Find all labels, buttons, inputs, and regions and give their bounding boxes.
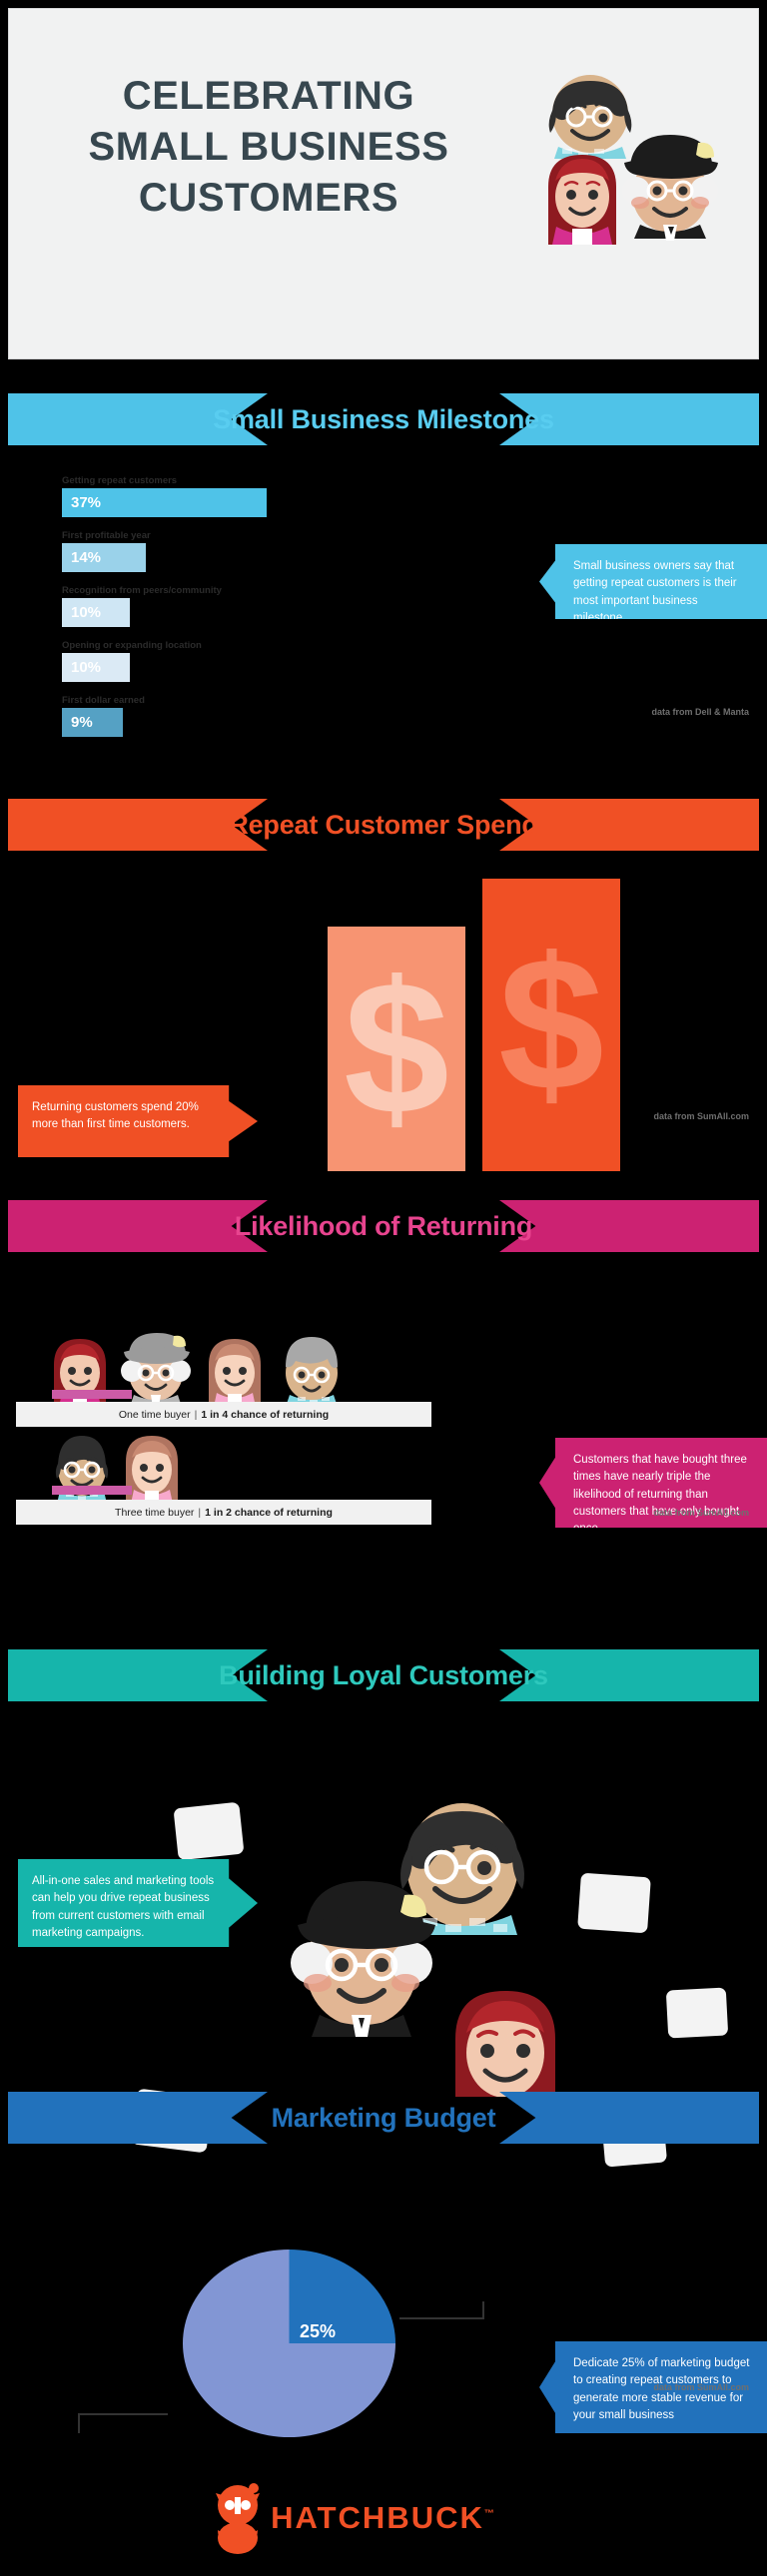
header-characters-illustration	[548, 75, 718, 245]
character-old-man-hat	[291, 1881, 435, 2037]
callout-returning: Customers that have bought three times h…	[539, 1438, 767, 1528]
banner-right-ribbon	[499, 393, 759, 445]
face-brown-hair-girl	[209, 1339, 261, 1407]
buyer-row-2-faces	[55, 1436, 178, 1504]
pie-leader-line-bottom	[78, 2413, 168, 2433]
pie-leader-line-top	[399, 2301, 484, 2319]
bar-value-1: 14%	[62, 543, 146, 572]
bar-value-2: 10%	[62, 598, 130, 627]
bar-value-0: 37%	[62, 488, 267, 517]
hatchbuck-chick-logo-icon	[216, 2483, 260, 2554]
logo-word: HATCHBUCK	[271, 2500, 484, 2535]
bar-item-0: Getting repeat customers 37%	[62, 475, 267, 517]
buyer-separator-1: |	[194, 1408, 198, 1421]
buyer-prefix-1: One time buyer	[118, 1408, 191, 1421]
pie-slice-label-25: 25%	[300, 2321, 337, 2341]
banner-left-ribbon	[8, 2092, 268, 2144]
character-old-man-hat	[622, 135, 718, 241]
buyer-label-1: One time buyer | 1 in 4 chance of return…	[16, 1402, 431, 1427]
dollar-sign-icon: $	[498, 918, 604, 1130]
dollar-bar-first-time: $	[328, 927, 465, 1171]
section-title-returning: Likelihood of Returning	[234, 1211, 533, 1241]
envelope-icon	[173, 1801, 245, 1861]
section-title-spend: Repeat Customer Spend	[229, 810, 538, 840]
loyal-customers-illustration	[291, 1803, 555, 2097]
bar-label-0: Getting repeat customers	[62, 475, 178, 486]
buyer-underline-1	[52, 1390, 132, 1399]
bar-label-4: First dollar earned	[62, 695, 145, 706]
attribution-returning: data from SumAll.com	[653, 1508, 749, 1518]
bar-item-4: First dollar earned 9%	[62, 695, 145, 737]
buyer-stat-2: 1 in 2 chance of returning	[205, 1506, 333, 1519]
attribution-budget: data from SumAll.com	[653, 2382, 749, 2392]
callout-budget: Dedicate 25% of marketing budget to crea…	[539, 2341, 767, 2433]
bar-value-4: 9%	[62, 708, 123, 737]
page-title: CELEBRATING SMALL BUSINESS CUSTOMERS	[39, 71, 498, 225]
page-title-line-3: CUSTOMERS	[138, 176, 399, 221]
header-panel: CELEBRATING SMALL BUSINESS CUSTOMERS	[8, 8, 759, 359]
banner-right-ribbon	[499, 1200, 759, 1252]
attribution-milestones: data from Dell & Manta	[651, 707, 749, 717]
buyer-label-2: Three time buyer | 1 in 2 chance of retu…	[16, 1500, 431, 1525]
banner-left-ribbon	[8, 1200, 268, 1252]
section-title-loyal: Building Loyal Customers	[219, 1660, 548, 1690]
trademark-symbol: ™	[483, 2508, 496, 2520]
dollar-sign-icon: $	[344, 942, 449, 1154]
banner-repeat-customer-spend: Repeat Customer Spend	[8, 799, 759, 851]
footer-logo[interactable]: HATCHBUCK™	[0, 2478, 767, 2558]
banner-right-ribbon	[499, 2092, 759, 2144]
buyer-underline-2	[52, 1486, 132, 1495]
pie-slices	[183, 2250, 395, 2437]
buyer-separator-2: |	[198, 1506, 202, 1519]
bar-item-1: First profitable year 14%	[62, 530, 151, 572]
envelope-icon	[665, 1987, 729, 2039]
dollar-bar-returning: $	[482, 879, 620, 1171]
callout-milestones: Small business owners say that getting r…	[539, 544, 767, 619]
marketing-budget-pie-chart	[183, 2250, 395, 2437]
buyer-prefix-2: Three time buyer	[115, 1506, 195, 1519]
bar-item-3: Opening or expanding location 10%	[62, 640, 202, 682]
section-title-budget: Marketing Budget	[271, 2103, 496, 2133]
banner-right-ribbon	[499, 799, 759, 851]
banner-left-ribbon	[8, 393, 268, 445]
page-title-line-1: CELEBRATING	[122, 74, 415, 118]
face-brown-hair-girl	[126, 1436, 178, 1504]
banner-small-business-milestones: Small Business Milestones	[8, 393, 759, 445]
face-gray-hair-elder	[286, 1337, 338, 1407]
banner-left-ribbon	[8, 799, 268, 851]
callout-spend: Returning customers spend 20% more than …	[18, 1085, 258, 1157]
character-man-glasses	[400, 1803, 524, 1935]
buyer-stat-1: 1 in 4 chance of returning	[201, 1408, 330, 1421]
banner-building-loyal-customers: Building Loyal Customers	[8, 1649, 759, 1701]
character-red-hair-girl	[455, 1991, 555, 2097]
banner-right-ribbon	[499, 1649, 759, 1701]
attribution-spend: data from SumAll.com	[653, 1111, 749, 1121]
buyer-row-1-faces	[54, 1333, 338, 1407]
character-man-glasses	[548, 75, 632, 159]
character-red-hair-girl	[548, 155, 616, 245]
bar-label-1: First profitable year	[62, 530, 151, 541]
page-title-line-2: SMALL BUSINESS	[88, 125, 449, 170]
banner-marketing-budget: Marketing Budget	[8, 2092, 759, 2144]
banner-left-ribbon	[8, 1649, 268, 1701]
callout-loyal: All-in-one sales and marketing tools can…	[18, 1859, 258, 1947]
banner-likelihood-of-returning: Likelihood of Returning	[8, 1200, 759, 1252]
section-title-milestones: Small Business Milestones	[213, 404, 554, 434]
bar-label-2: Recognition from peers/community	[62, 585, 222, 596]
bar-value-3: 10%	[62, 653, 130, 682]
hatchbuck-wordmark: HATCHBUCK™	[271, 2500, 496, 2536]
bar-item-2: Recognition from peers/community 10%	[62, 585, 222, 627]
bar-label-3: Opening or expanding location	[62, 640, 202, 651]
